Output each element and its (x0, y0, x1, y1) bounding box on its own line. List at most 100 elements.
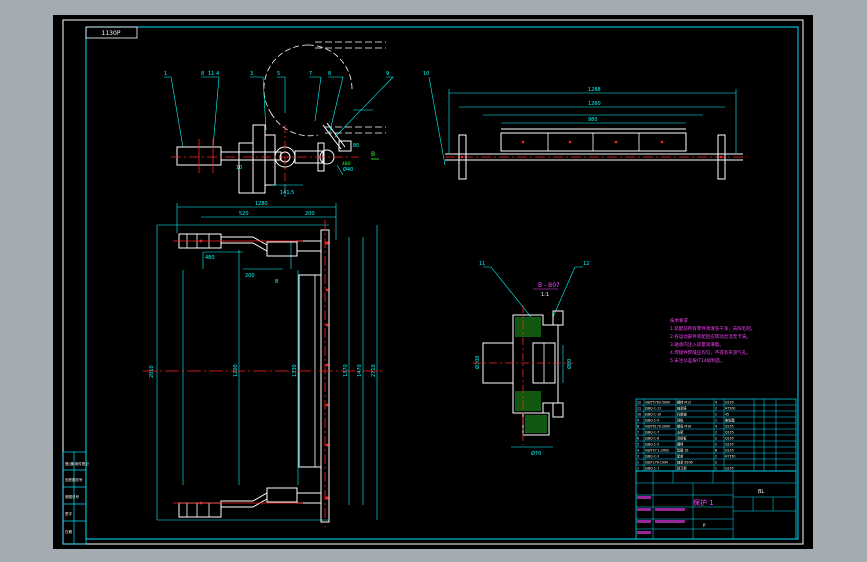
section-b-view: B - B07 1:1 11 12 Ø300 Ø70 Ø80 (473, 261, 589, 457)
parts-cell: 2 (715, 437, 717, 441)
strip-label-5: 日期 (65, 529, 72, 534)
parts-cell: 1 (715, 467, 717, 471)
parts-cell: HT150 (725, 455, 735, 459)
parts-cell: JSBQ-1-11 (644, 407, 661, 411)
parts-cell: 1 (715, 413, 717, 417)
parts-cell: Q235 (725, 401, 734, 405)
parts-cell: 6 (637, 437, 639, 441)
parts-cell: JSBQ-1-5 (644, 443, 659, 447)
parts-cell: 配重 (677, 454, 684, 459)
parts-cell: JSBQ-1-1 (644, 467, 659, 471)
drawing-code-box: 1130P (85, 26, 138, 39)
dim-plan-10: 480 (205, 255, 215, 261)
parts-cell: 9 (637, 419, 639, 423)
left-strip (62, 451, 87, 545)
parts-cell: 托辊轴 (677, 412, 687, 417)
dim-sec-1: Ø300 (474, 356, 481, 369)
parts-cell: 10 (637, 413, 641, 417)
parts-cell: 5 (637, 443, 639, 447)
dim-plan-6: 1330 (292, 364, 298, 377)
dim-plan-1: 1280 (255, 201, 268, 207)
parts-cell: 11 (637, 407, 641, 411)
balloon-11b: 11 (479, 261, 485, 267)
parts-cell: Q235 (725, 467, 734, 471)
parts-cell: 7 (637, 431, 639, 435)
parts-cell: 垫圈 16 (677, 448, 688, 453)
front-elevation-view: 1288 1260 980 10 (423, 71, 747, 180)
parts-cell: GB/T6170-2000 (645, 425, 670, 429)
parts-cell: 4 (715, 425, 717, 429)
dim-front-2: 1260 (588, 101, 601, 107)
parts-cell: 聚氨酯 (725, 418, 735, 423)
parts-cell: Q235 (725, 443, 734, 447)
sheet-outer-border (62, 19, 804, 545)
balloon-8: 8 (201, 71, 204, 77)
dim-elev-30: 10 (236, 165, 242, 171)
parts-cell: 4 (637, 449, 639, 453)
parts-cell: 连接板 (677, 436, 687, 441)
parts-cell: 支架 (677, 430, 684, 435)
strip-label-1: 借(通)用件登记 (65, 461, 89, 466)
parts-cell: 螺栓 M12 (677, 400, 691, 405)
drawing-viewport[interactable]: 1130P 借(通)用件登记 旧底图总号 底图总号 签字 日期 (53, 15, 813, 549)
parts-cell: HT200 (725, 407, 735, 411)
balloon-3: 3 (250, 71, 253, 77)
section-scale: 1:1 (541, 292, 549, 298)
parts-cell: 2 (715, 431, 717, 435)
parts-cell: 2 (715, 455, 717, 459)
dim-plan-4: 2010 (149, 365, 155, 378)
left-strip-labels: 借(通)用件登记 旧底图总号 底图总号 签字 日期 (65, 461, 89, 534)
cad-drawing: 1130P 借(通)用件登记 旧底图总号 底图总号 签字 日期 (62, 19, 804, 545)
section-title: B - B07 (538, 282, 560, 289)
drawing-code-text: 1130P (102, 30, 121, 37)
balloon-4: 4 (216, 71, 219, 77)
parts-cell: 轴承座 (677, 406, 687, 411)
parts-cell: 2 (637, 461, 639, 465)
parts-cell: 4 (715, 401, 717, 405)
green-tag: 480 (342, 161, 351, 167)
title-block: 保护 1 BL P (635, 470, 797, 540)
parts-cell: Q235 (725, 449, 734, 453)
parts-cell: 刮板 (677, 418, 684, 423)
notes-line-5: 5.未注公差按IT14级制造。 (670, 357, 725, 364)
parts-cell: Q235 (725, 431, 734, 435)
technical-notes: 技术要求 1.装配前所有零件须清洗干净，去除毛刺。 2.各运动部件装配后应转动灵… (670, 317, 755, 364)
parts-cell: JSBQ-1-3 (644, 455, 659, 459)
dim-elev-40: Ø40 (343, 166, 353, 173)
dim-plan-3: 200 (305, 211, 315, 217)
parts-cell: 1 (715, 419, 717, 423)
title-small-2: P (703, 523, 706, 528)
parts-cell: 2 (715, 461, 717, 465)
dim-sec-3: Ø80 (566, 359, 573, 369)
dim-front-1: 1288 (588, 87, 601, 93)
balloon-12: 12 (583, 261, 589, 267)
parts-cell: 刮刀架 (677, 466, 687, 471)
parts-cell: Q235 (725, 425, 734, 429)
parts-cell: 8 (637, 425, 639, 429)
parts-cell: JSBQ-1-10 (644, 413, 661, 417)
plan-view: 1280 520 200 2010 1200 1330 2710 1470 13… (143, 201, 383, 527)
parts-cell: 轴承 6206 (677, 460, 693, 465)
title-name: 保护 1 (693, 498, 714, 507)
sheet-inner-frame (85, 26, 799, 540)
parts-cell: JSBQ-1-6 (644, 437, 659, 441)
dim-front-3: 980 (588, 117, 598, 123)
dim-elev-80: 80 (353, 143, 359, 149)
strip-label-4: 签字 (65, 511, 72, 516)
notes-line-1: 1.装配前所有零件须清洗干净，去除毛刺。 (670, 325, 755, 332)
parts-cell: 2 (715, 443, 717, 447)
dim-sec-2: Ø70 (531, 450, 541, 457)
balloon-5: 5 (277, 71, 280, 77)
balloon-11: 11 (208, 71, 214, 77)
parts-cell: 45 (725, 413, 729, 417)
parts-cell: GB/T97.1-2002 (645, 449, 669, 453)
balloon-7: 7 (309, 71, 312, 77)
dim-plan-2: 520 (239, 211, 249, 217)
title-small-1: BL (758, 489, 764, 495)
parts-cell: Q235 (725, 437, 734, 441)
view-b-label: B (275, 279, 279, 285)
balloon-9: 9 (386, 71, 389, 77)
parts-cell: 摆臂 (677, 442, 684, 447)
strip-label-3: 底图总号 (65, 494, 79, 499)
